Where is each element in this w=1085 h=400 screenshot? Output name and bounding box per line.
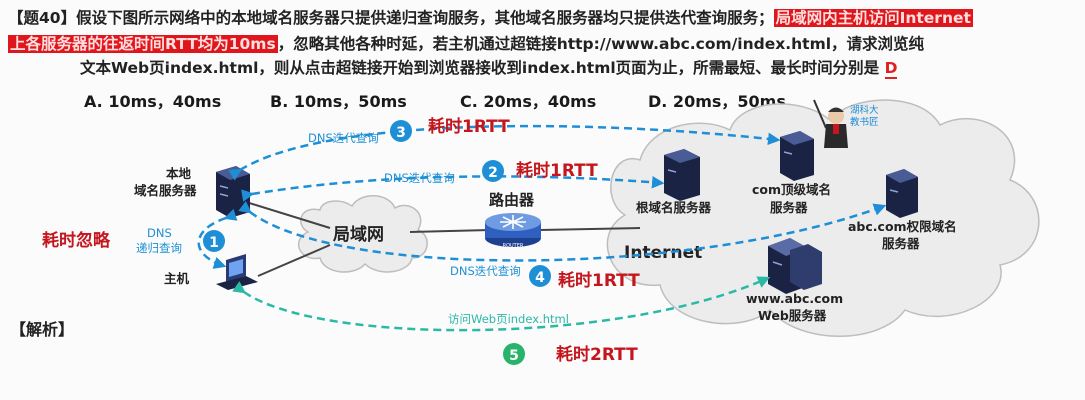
step4-cost: 耗时1RTT xyxy=(558,270,640,291)
step1-label-1: DNS xyxy=(147,226,172,240)
ignored-note: 耗时忽略 xyxy=(42,230,111,251)
com-dns-label-1: com顶级域名 xyxy=(752,182,831,197)
local-dns-label-1: 本地 xyxy=(166,166,192,181)
host-label: 主机 xyxy=(164,271,190,286)
local-dns-label-2: 域名服务器 xyxy=(134,183,197,198)
step5-badge xyxy=(503,343,525,365)
lan-cloud: 局域网 xyxy=(297,195,428,273)
step5-number: 5 xyxy=(509,348,519,364)
step4-number: 4 xyxy=(535,270,545,286)
root-dns-server-icon xyxy=(664,149,700,201)
step3-badge xyxy=(390,120,412,142)
router-icon: ROUTER xyxy=(485,213,541,249)
web-server-icon xyxy=(768,238,822,294)
step1-number: 1 xyxy=(209,235,219,251)
local-dns-server-icon xyxy=(216,166,250,218)
router-title: 路由器 xyxy=(489,191,535,209)
question-line3-text: 文本Web页index.html，则从点击超链接开始到浏览器接收到index.h… xyxy=(80,59,880,77)
question-line-3: 文本Web页index.html，则从点击超链接开始到浏览器接收到index.h… xyxy=(80,58,1085,79)
step3-cost: 耗时1RTT xyxy=(428,116,510,137)
arrow-step2 xyxy=(241,175,665,202)
arrow-step5 xyxy=(232,276,771,332)
option-a: A. 10ms，40ms xyxy=(84,92,222,111)
teacher-name-1: 湖科大 xyxy=(850,104,879,116)
com-dns-server-icon xyxy=(780,131,814,181)
answer-mark: D xyxy=(884,59,898,79)
step2-label: DNS迭代查询 xyxy=(384,171,455,185)
step2-cost: 耗时1RTT xyxy=(516,160,598,181)
question-highlight-1: 局域网内主机访问Internet xyxy=(773,9,973,27)
question-line-1: 【题40】假设下图所示网络中的本地域名服务器只提供递归查询服务，其他域名服务器均… xyxy=(8,8,1078,29)
abc-dns-server-icon xyxy=(886,169,918,218)
abc-dns-label-1: abc.com权限域名 xyxy=(848,219,957,234)
arrow-step1 xyxy=(197,208,238,269)
lan-label: 局域网 xyxy=(333,224,384,245)
option-d: D. 20ms，50ms xyxy=(648,92,786,111)
root-dns-label: 根域名服务器 xyxy=(636,200,712,215)
arrow-step3 xyxy=(228,124,781,181)
option-b: B. 10ms，50ms xyxy=(270,92,407,111)
arrow-step4 xyxy=(238,200,887,262)
web-label-1: www.abc.com xyxy=(746,291,843,306)
router-badge: ROUTER xyxy=(503,243,524,249)
question-line2-suffix: ，忽略其他各种时延，若主机通过超链接http://www.abc.com/ind… xyxy=(277,35,925,53)
question-highlight-2: 上各服务器的往返时间RTT均为10ms xyxy=(8,35,278,53)
step1-label-2: 递归查询 xyxy=(136,241,182,255)
com-dns-label-2: 服务器 xyxy=(770,200,808,215)
step5-label: 访问Web页index.html xyxy=(448,312,569,326)
analysis-heading: 【解析】 xyxy=(10,320,75,339)
host-computer-icon xyxy=(216,254,258,290)
web-label-2: Web服务器 xyxy=(758,308,827,323)
step4-label: DNS迭代查询 xyxy=(450,264,521,278)
step3-number: 3 xyxy=(396,125,406,141)
option-c: C. 20ms，40ms xyxy=(460,92,597,111)
question-prefix: 【题40】假设下图所示网络中的本地域名服务器只提供递归查询服务，其他域名服务器均… xyxy=(8,9,774,27)
step3-label: DNS迭代查询 xyxy=(308,131,379,145)
step2-number: 2 xyxy=(488,165,498,181)
teacher-avatar-icon xyxy=(813,99,848,148)
abc-dns-label-2: 服务器 xyxy=(882,236,920,251)
step5-cost: 耗时2RTT xyxy=(556,344,638,365)
question-line-2: 上各服务器的往返时间RTT均为10ms，忽略其他各种时延，若主机通过超链接htt… xyxy=(8,34,1078,55)
step1-badge xyxy=(203,230,225,252)
teacher-name-2: 教书匠 xyxy=(850,116,879,128)
